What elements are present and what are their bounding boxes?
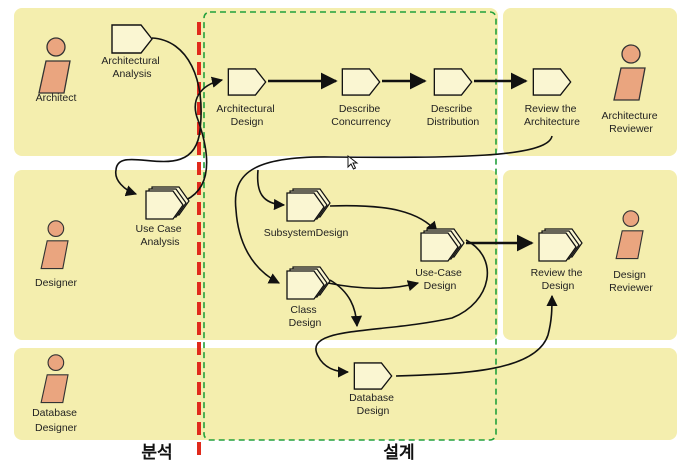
designer-label: Designer: [35, 277, 78, 289]
flow-arrows: [114, 37, 558, 378]
describe-concurrency-label: Describe Concurrency: [331, 103, 391, 128]
design-phase-boundary: [203, 11, 497, 441]
review-architecture-label: Review the Architecture: [524, 103, 580, 128]
describe-distribution-label: Describe Distribution: [427, 103, 480, 128]
analysis-phase-label: 분석: [141, 443, 172, 463]
use-case-design-label: Use-Case Design: [415, 267, 465, 292]
database-designer-label: Database Designer: [32, 407, 80, 434]
architectural-design-label: Architectural Design: [216, 103, 277, 128]
architecture-reviewer-label: Architecture Reviewer: [602, 110, 661, 135]
use-case-analysis-label: Use Case Analysis: [135, 223, 184, 248]
review-design-label: Review the Design: [531, 267, 586, 292]
architect-label: Architect: [36, 92, 77, 104]
database-design-label: Database Design: [349, 392, 397, 417]
mouse-cursor-icon: [347, 154, 359, 170]
lane-design-review: [503, 170, 677, 340]
lane-database-designer: [14, 348, 677, 440]
design-phase-label: 설계: [383, 443, 414, 463]
subsystem-design-label: SubsystemDesign: [264, 227, 349, 239]
class-design-label: Class Design: [289, 304, 322, 329]
lane-designer: [14, 170, 498, 340]
architectural-analysis-label: Architectural Analysis: [101, 55, 162, 80]
design-reviewer-label: Design Reviewer: [609, 269, 653, 294]
